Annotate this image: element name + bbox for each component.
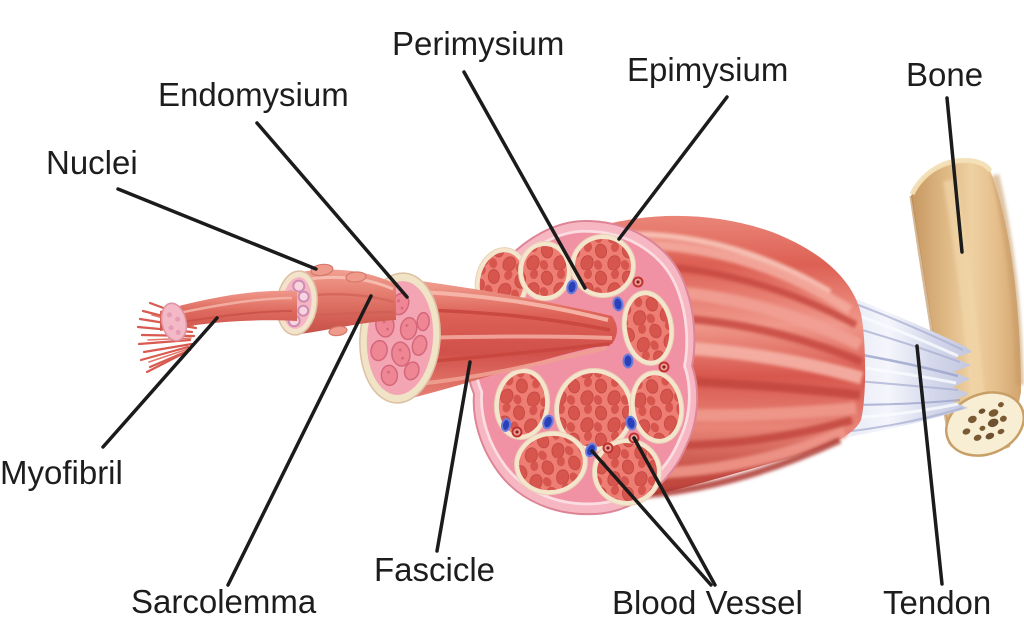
- label-blood-vessel: Blood Vessel: [612, 584, 803, 619]
- leader-line-tendon: [915, 344, 944, 586]
- myofibril-tip-disc: [160, 302, 188, 342]
- leader-line-fascicle: [435, 360, 472, 553]
- vein-dot: [500, 279, 637, 458]
- myofibril-illustration: [136, 290, 297, 374]
- leader-line-blood-vessel-1: [590, 449, 713, 587]
- leader-line-perimysium: [462, 70, 587, 290]
- label-fascicle: Fascicle: [374, 551, 496, 588]
- label-myofibril: Myofibril: [0, 454, 123, 491]
- label-tendon: Tendon: [883, 584, 992, 619]
- leader-line-myofibril: [101, 316, 219, 449]
- label-nuclei: Nuclei: [46, 144, 138, 181]
- pulled-fascicle-tube: [412, 280, 617, 398]
- leader-line-sarcolemma: [226, 294, 373, 587]
- leader-line-nuclei: [116, 187, 318, 271]
- label-endomysium: Endomysium: [158, 76, 349, 113]
- muscle-cross-section-illustration: [412, 220, 699, 516]
- nuclei-bumps: [310, 263, 367, 337]
- leader-line-epimysium: [617, 95, 729, 241]
- label-perimysium: Perimysium: [392, 25, 565, 62]
- bone-illustration: [909, 158, 1024, 457]
- leader-line-endomysium: [255, 121, 409, 299]
- label-sarcolemma: Sarcolemma: [131, 583, 317, 619]
- leader-line-bone: [945, 96, 964, 254]
- label-bone: Bone: [906, 56, 984, 93]
- leader-lines: [101, 70, 964, 587]
- label-epimysium: Epimysium: [627, 51, 789, 88]
- leader-line-blood-vessel-2: [632, 436, 717, 587]
